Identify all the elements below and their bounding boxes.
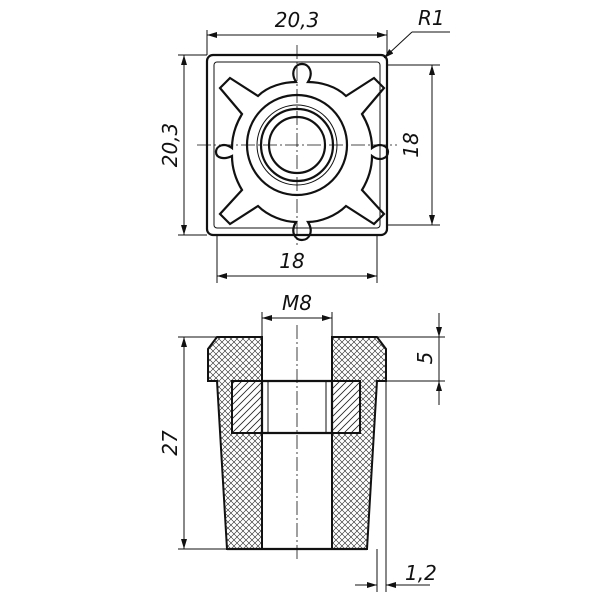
dim-inner-height-label: 18 — [399, 132, 423, 157]
total-height-label: 27 — [158, 430, 182, 456]
left-wall — [207, 336, 263, 550]
dim-inner-width-label: 18 — [279, 249, 304, 273]
lip-height-label: 5 — [413, 352, 437, 365]
insert-right — [331, 380, 361, 434]
thread-label: M8 — [282, 291, 312, 315]
radius-leader — [383, 31, 413, 59]
section-view: M8 27 5 1,2 — [158, 291, 445, 592]
dim-width-label: 20,3 — [275, 8, 320, 32]
dim-height-label: 20,3 — [158, 123, 182, 168]
right-wall — [331, 336, 387, 550]
top-view: 20,3 20,3 18 18 R1 — [158, 6, 450, 283]
wall-offset-label: 1,2 — [405, 561, 437, 585]
rib-shape — [214, 62, 390, 242]
radius-label: R1 — [418, 6, 445, 30]
insert-left — [231, 380, 263, 434]
